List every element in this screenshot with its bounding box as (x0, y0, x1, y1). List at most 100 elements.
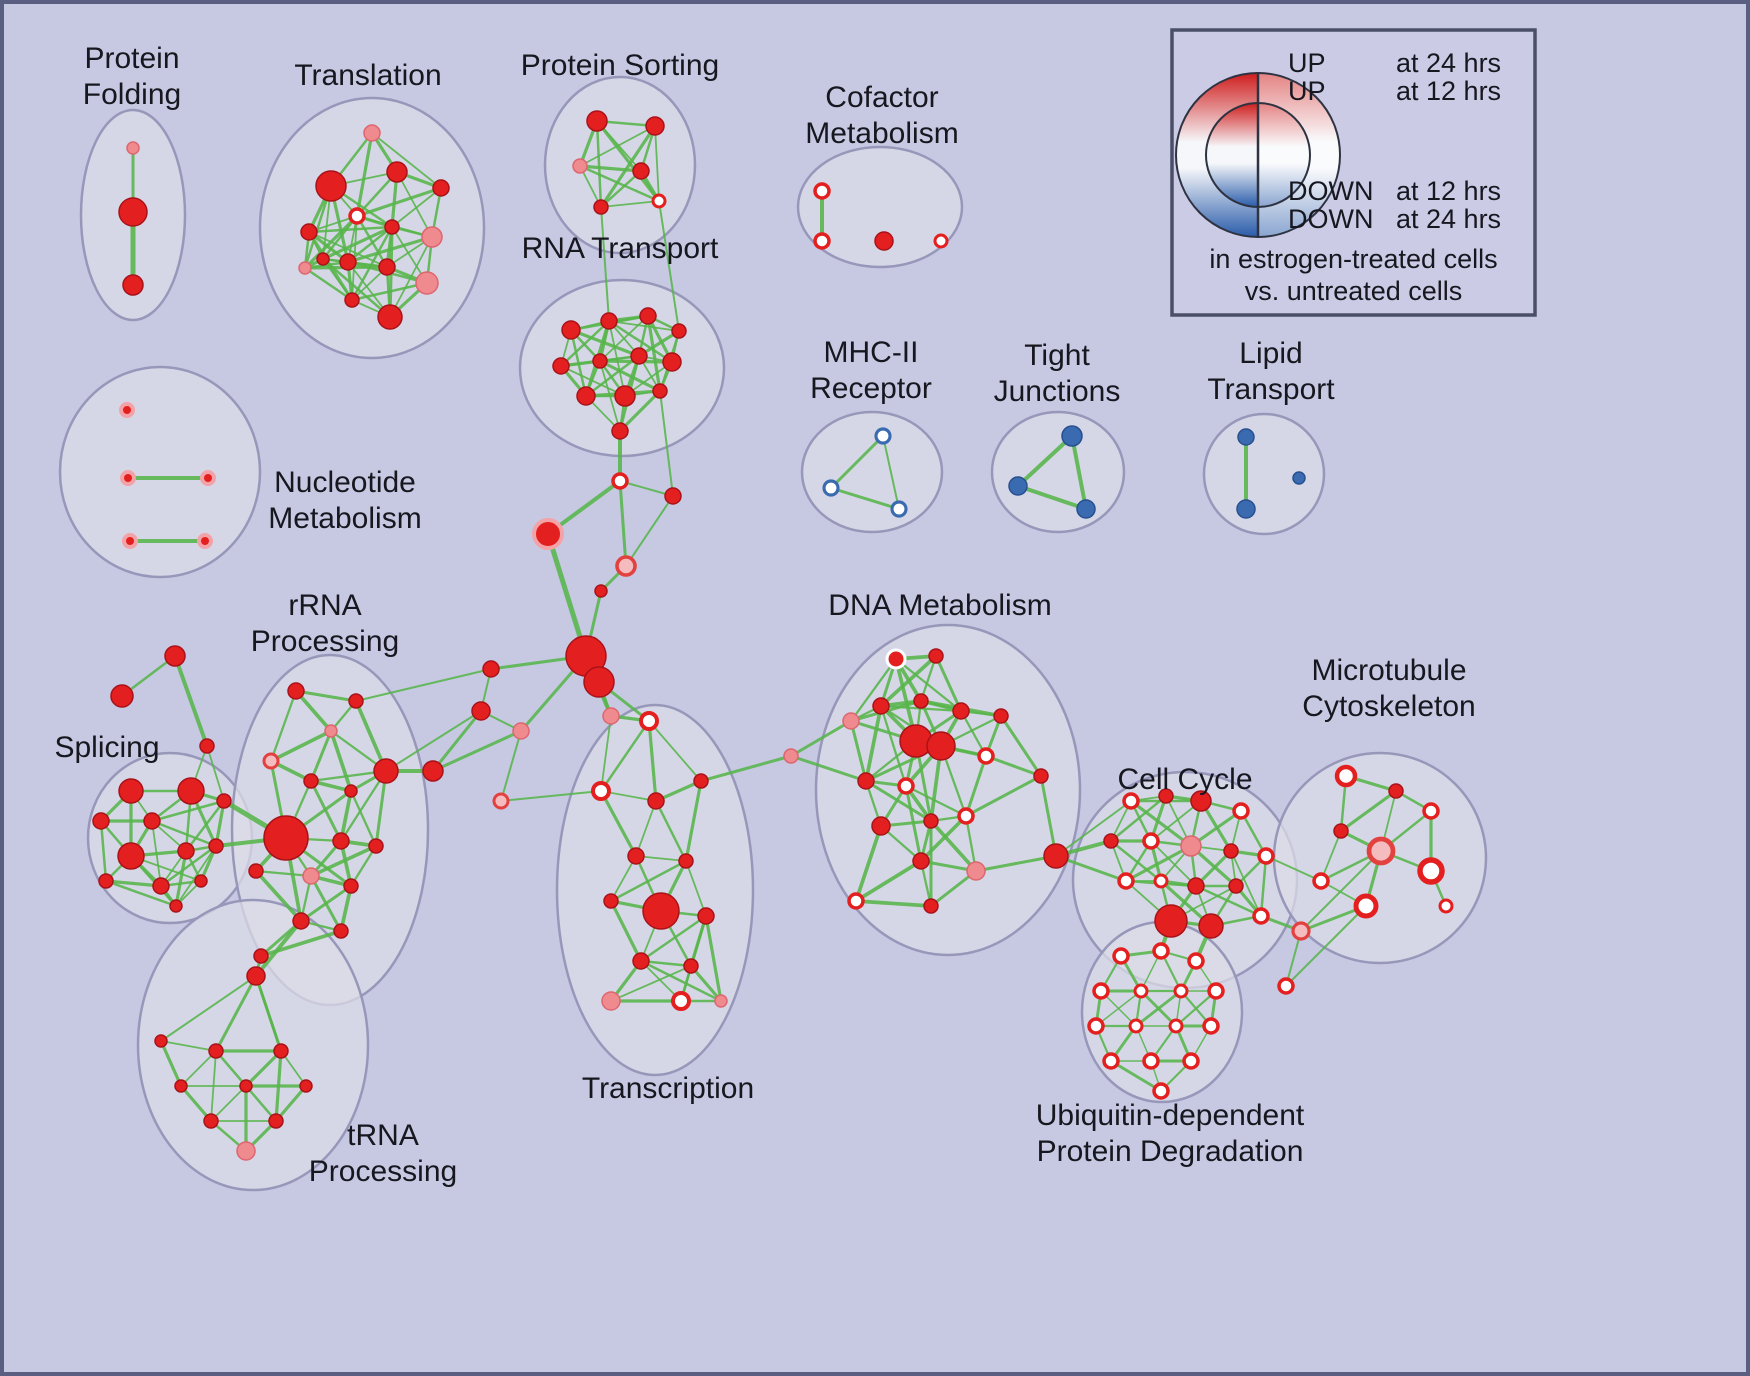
network-node[interactable] (368, 838, 384, 854)
network-node[interactable] (872, 697, 890, 715)
network-node[interactable] (671, 991, 691, 1011)
network-node[interactable] (118, 778, 144, 804)
network-node[interactable] (300, 223, 318, 241)
network-node[interactable] (813, 182, 831, 200)
network-node[interactable] (348, 693, 364, 709)
network-node[interactable] (532, 518, 564, 550)
network-node[interactable] (1333, 823, 1349, 839)
network-node[interactable] (299, 1079, 313, 1093)
network-node[interactable] (1112, 947, 1130, 965)
network-node[interactable] (890, 500, 908, 518)
network-node[interactable] (126, 141, 140, 155)
network-node[interactable] (118, 197, 148, 227)
network-node[interactable] (933, 233, 949, 249)
network-node[interactable] (1152, 942, 1170, 960)
network-node[interactable] (923, 898, 939, 914)
network-node[interactable] (92, 812, 110, 830)
network-node[interactable] (1117, 872, 1135, 890)
network-node[interactable] (662, 352, 682, 372)
network-node[interactable] (492, 792, 510, 810)
network-node[interactable] (678, 853, 694, 869)
network-node[interactable] (363, 124, 381, 142)
network-node[interactable] (1061, 425, 1083, 447)
network-node[interactable] (632, 952, 650, 970)
network-node[interactable] (303, 773, 319, 789)
network-node[interactable] (1076, 499, 1096, 519)
network-node[interactable] (871, 816, 891, 836)
network-node[interactable] (471, 701, 491, 721)
network-node[interactable] (614, 385, 636, 407)
network-node[interactable] (378, 258, 396, 276)
network-node[interactable] (1388, 783, 1404, 799)
network-node[interactable] (1173, 983, 1189, 999)
network-node[interactable] (421, 226, 443, 248)
network-node[interactable] (333, 923, 349, 939)
network-node[interactable] (822, 479, 840, 497)
network-node[interactable] (928, 648, 944, 664)
network-node[interactable] (253, 948, 269, 964)
network-node[interactable] (482, 660, 500, 678)
network-node[interactable] (1092, 982, 1110, 1000)
network-node[interactable] (199, 738, 215, 754)
network-node[interactable] (1043, 843, 1069, 869)
network-node[interactable] (1190, 790, 1212, 812)
network-node[interactable] (897, 777, 915, 795)
network-node[interactable] (324, 724, 338, 738)
network-node[interactable] (287, 682, 305, 700)
network-node[interactable] (912, 852, 930, 870)
network-node[interactable] (783, 748, 799, 764)
network-node[interactable] (344, 784, 358, 798)
network-node[interactable] (1366, 836, 1396, 866)
network-node[interactable] (1133, 983, 1149, 999)
network-node[interactable] (348, 207, 366, 225)
network-node[interactable] (647, 792, 665, 810)
network-node[interactable] (594, 584, 608, 598)
network-node[interactable] (842, 712, 860, 730)
network-node[interactable] (1228, 878, 1244, 894)
network-node[interactable] (591, 781, 611, 801)
network-node[interactable] (1102, 1052, 1120, 1070)
network-node[interactable] (1152, 1082, 1170, 1100)
network-node[interactable] (422, 760, 444, 782)
network-node[interactable] (1142, 1052, 1160, 1070)
network-node[interactable] (693, 773, 709, 789)
network-node[interactable] (1232, 802, 1250, 820)
network-node[interactable] (611, 472, 629, 490)
network-node[interactable] (248, 863, 264, 879)
network-node[interactable] (98, 873, 114, 889)
network-node[interactable] (683, 958, 699, 974)
network-node[interactable] (1154, 904, 1188, 938)
network-node[interactable] (1103, 833, 1119, 849)
network-node[interactable] (239, 1079, 253, 1093)
network-node[interactable] (714, 994, 728, 1008)
network-node[interactable] (966, 861, 986, 881)
network-node[interactable] (602, 707, 620, 725)
network-node[interactable] (1122, 792, 1140, 810)
network-node[interactable] (583, 666, 615, 698)
network-node[interactable] (885, 648, 907, 670)
network-node[interactable] (316, 252, 330, 266)
network-node[interactable] (957, 807, 975, 825)
network-node[interactable] (1087, 1017, 1105, 1035)
network-node[interactable] (177, 777, 205, 805)
network-node[interactable] (384, 219, 400, 235)
network-node[interactable] (1353, 893, 1379, 919)
network-node[interactable] (572, 158, 588, 174)
network-node[interactable] (1277, 977, 1295, 995)
network-node[interactable] (651, 193, 667, 209)
network-node[interactable] (561, 320, 581, 340)
network-node[interactable] (302, 867, 320, 885)
network-node[interactable] (332, 832, 350, 850)
network-node[interactable] (1008, 476, 1028, 496)
network-node[interactable] (993, 708, 1009, 724)
network-node[interactable] (813, 232, 831, 250)
network-node[interactable] (1438, 898, 1454, 914)
network-node[interactable] (263, 815, 309, 861)
network-node[interactable] (639, 711, 659, 731)
network-node[interactable] (174, 1079, 188, 1093)
network-node[interactable] (268, 1113, 284, 1129)
network-node[interactable] (671, 323, 687, 339)
network-node[interactable] (1236, 499, 1256, 519)
network-node[interactable] (152, 877, 170, 895)
network-node[interactable] (1312, 872, 1330, 890)
